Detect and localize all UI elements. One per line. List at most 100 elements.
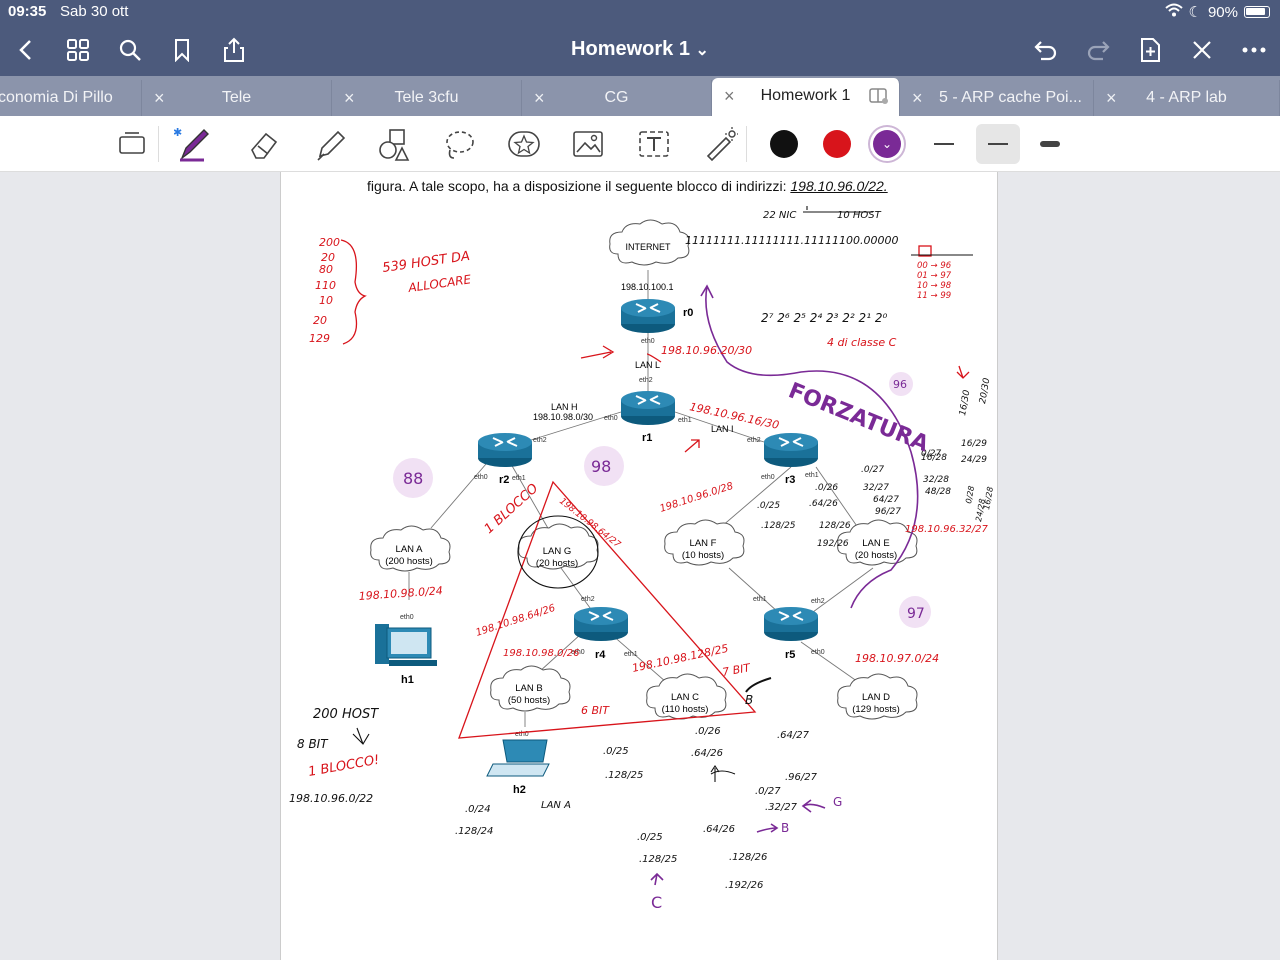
lan-a-address: 198.10.98.0/24 — [358, 584, 443, 603]
lan-highlight-circles — [393, 372, 931, 628]
red-strokes — [340, 239, 970, 739]
lan-i-label: LAN I — [711, 424, 734, 434]
add-page-icon[interactable] — [1136, 36, 1164, 64]
tab-arp-cache[interactable]: × 5 - ARP cache Poi... — [900, 80, 1094, 116]
pen-tool-icon[interactable]: ✱ — [174, 124, 214, 164]
tab-tele[interactable]: × Tele — [142, 80, 332, 116]
eraser-icon[interactable] — [244, 124, 284, 164]
lan-b-address2: 198.10.98.0/26 — [503, 648, 580, 659]
lan-e-cloud: LAN E (20 hosts) — [837, 519, 918, 566]
nic-note: 22 NIC — [763, 210, 796, 221]
lasso-icon[interactable] — [438, 124, 478, 164]
r3-split-0-26: .0/26 — [815, 483, 838, 493]
black-strokes — [352, 206, 973, 782]
document-title-label[interactable]: Homework 1 — [571, 38, 690, 60]
chevron-down-icon[interactable]: ⌄ — [695, 42, 709, 59]
r1-label: r1 — [642, 432, 652, 444]
router-r3 — [763, 432, 819, 468]
tab-economia[interactable]: conomia Di Pillo — [0, 80, 142, 116]
color-red[interactable] — [823, 130, 851, 158]
r3-eth1: eth1 — [805, 472, 819, 479]
lan-c-name: LAN C — [671, 692, 699, 703]
notebook-page[interactable]: figura. A tale scopo, ha a disposizione … — [280, 172, 998, 960]
split-128-25b: .128/25 — [639, 854, 677, 865]
lan-c-cloud: LAN C (110 hosts) — [646, 673, 727, 720]
four-class-c-note: 4 di classe C — [827, 336, 897, 349]
text-tool-icon[interactable] — [634, 124, 674, 164]
bookmark-icon[interactable] — [168, 36, 196, 64]
laser-pointer-icon[interactable] — [700, 124, 740, 164]
r3-split-32-27: 32/27 — [863, 483, 889, 493]
r3-split-128-26: 128/26 — [819, 521, 851, 531]
r3-split-96-27: 96/27 — [875, 507, 901, 517]
tab-cg[interactable]: × CG — [522, 80, 712, 116]
count-20b: 20 — [313, 314, 327, 327]
close-icon[interactable]: × — [344, 88, 355, 108]
redo-icon[interactable] — [1084, 36, 1112, 64]
close-icon[interactable]: × — [1106, 88, 1117, 108]
to-allocate-line1: 539 HOST DA — [381, 249, 470, 276]
tab-homework-1[interactable]: × Homework 1 — [712, 78, 900, 116]
sticker-icon[interactable] — [504, 124, 544, 164]
split-view-icon[interactable] — [869, 88, 889, 109]
lan-a-name: LAN A — [396, 544, 424, 555]
count-129: 129 — [309, 332, 330, 345]
status-date: Sab 30 ott — [60, 3, 129, 20]
internet-ip: 198.10.100.1 — [621, 282, 674, 292]
color-black[interactable] — [770, 130, 798, 158]
lan-l-label: LAN L — [635, 360, 660, 370]
split-0-26: .0/26 — [695, 726, 721, 737]
shapes-icon[interactable] — [374, 124, 414, 164]
status-indicators: ☾ 90% — [1164, 3, 1270, 21]
search-icon[interactable] — [116, 36, 144, 64]
split-0-25: .0/25 — [603, 746, 629, 757]
r3-eth0: eth0 — [761, 474, 775, 481]
image-icon[interactable] — [568, 124, 608, 164]
r4-eth0: eth0 — [571, 649, 585, 656]
close-icon[interactable]: × — [154, 88, 165, 108]
tab-label: CG — [604, 89, 629, 106]
lan-c-hosts: (110 hosts) — [662, 704, 709, 715]
b-mark: B — [745, 693, 753, 707]
r5-label: r5 — [785, 649, 795, 661]
tab-label: 4 - ARP lab — [1146, 89, 1227, 106]
undo-icon[interactable] — [1032, 36, 1060, 64]
tab-arp-lab[interactable]: × 4 - ARP lab — [1094, 80, 1280, 116]
lan-g-cloud: LAN G (20 hosts) — [518, 523, 599, 570]
router-r1 — [620, 390, 676, 426]
lan-d-hosts: (129 hosts) — [852, 704, 900, 715]
color-purple-selected[interactable]: ⌄ — [873, 130, 901, 158]
interface-labels: eth0 eth2 eth0 eth1 eth2 eth0 eth1 eth2 … — [400, 338, 825, 738]
highlighter-icon[interactable] — [310, 124, 350, 164]
r3-split-0-27: .0/27 — [861, 465, 884, 475]
subnet-map-00: 00 → 96 — [917, 261, 952, 271]
r3-split-64-26: .64/26 — [809, 499, 838, 509]
read-only-mode-icon[interactable] — [112, 124, 152, 164]
stroke-medium[interactable] — [976, 124, 1020, 164]
more-icon[interactable] — [1240, 36, 1268, 64]
tab-bar: conomia Di Pillo × Tele × Tele 3cfu × CG… — [0, 76, 1280, 116]
exercise-text: figura. A tale scopo, ha a disposizione … — [367, 178, 888, 194]
r3-split-64-27: 64/27 — [873, 495, 899, 505]
lan-h-ip: 198.10.98.0/30 — [533, 412, 593, 422]
count-10: 10 — [319, 294, 333, 307]
stroke-thin[interactable] — [922, 124, 966, 164]
split-64-27: .64/27 — [777, 730, 810, 741]
pen-off-icon[interactable] — [1188, 36, 1216, 64]
lan-g-name: LAN G — [543, 546, 572, 557]
lan-d-address: 198.10.97.0/24 — [855, 652, 939, 665]
back-icon[interactable] — [12, 36, 40, 64]
stroke-thick[interactable] — [1028, 124, 1072, 164]
grid-view-icon[interactable] — [64, 36, 92, 64]
r3-split-16-28: 16/28 — [921, 453, 947, 463]
moon-icon: ☾ — [1188, 4, 1202, 21]
close-icon[interactable]: × — [724, 86, 735, 106]
share-icon[interactable] — [220, 36, 248, 64]
tab-tele-3cfu[interactable]: × Tele 3cfu — [332, 80, 522, 116]
battery-level: 90% — [1207, 3, 1238, 21]
h2-label: h2 — [513, 784, 526, 796]
close-icon[interactable]: × — [912, 88, 923, 108]
close-icon[interactable]: × — [534, 88, 545, 108]
netmask-bits: 11111111.11111111.11111100.00000 — [685, 234, 898, 247]
status-time: 09:35 — [8, 3, 47, 20]
